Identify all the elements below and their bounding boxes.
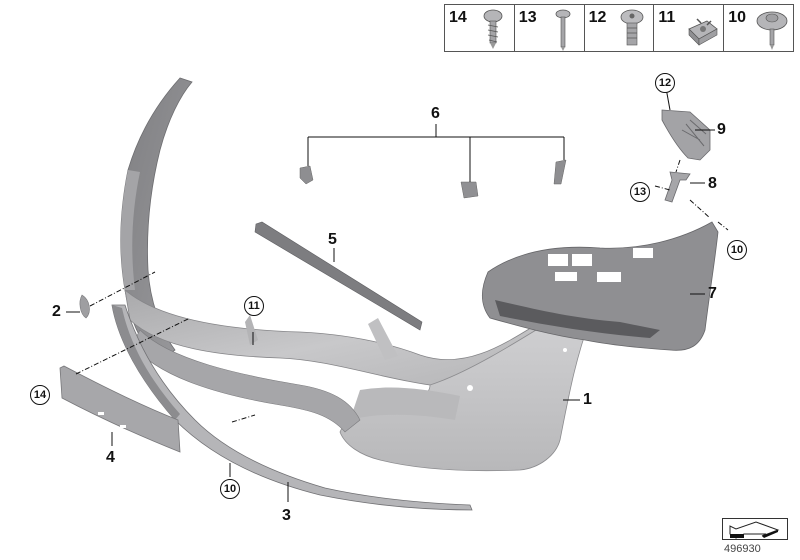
part-label-7: 7: [708, 285, 717, 302]
sensor-brackets: [299, 159, 567, 199]
fastener-number: 10: [728, 9, 746, 26]
callout-fastener-10-right: 10: [727, 240, 747, 260]
part-label-9: 9: [717, 121, 726, 138]
fastener-cell-10: 10: [724, 5, 793, 51]
callout-fastener-13: 13: [630, 182, 650, 202]
dashed-leader-lines: [75, 159, 729, 423]
orientation-arrow-icon: [722, 518, 788, 540]
callout-fastener-10-bottom: 10: [220, 479, 240, 499]
fastener-number: 11: [658, 9, 676, 26]
part-label-4: 4: [106, 449, 115, 466]
fastener-cell-13: 13: [515, 5, 585, 51]
fastener-cell-12: 12: [585, 5, 655, 51]
support-bracket: [664, 171, 691, 203]
fastener-cell-14: 14: [445, 5, 515, 51]
part-label-2: 2: [52, 303, 61, 320]
clip-nut-icon: [688, 18, 718, 46]
leader-lines: [66, 87, 715, 502]
part-label-8: 8: [708, 175, 717, 192]
callout-fastener-11: 11: [244, 296, 264, 316]
fastener-cell-11: 11: [654, 5, 725, 51]
mounting-bracket: [661, 109, 711, 161]
bumper-carrier: [481, 221, 719, 351]
part-label-6: 6: [431, 105, 440, 122]
fastener-number: 13: [518, 9, 537, 26]
license-plate-base: [59, 365, 181, 453]
fastener-number: 12: [588, 9, 607, 26]
bumper-trim-panel-lower-band: [131, 329, 361, 433]
trim-strip: [254, 221, 423, 331]
torx-bolt-icon: [620, 9, 644, 46]
callout-fastener-12: 12: [655, 73, 675, 93]
self-tapping-screw-icon: [483, 9, 503, 49]
long-screw-icon: [555, 9, 570, 51]
fastener-number: 14: [449, 9, 467, 26]
callout-fastener-14: 14: [30, 385, 50, 405]
part-label-5: 5: [328, 231, 337, 248]
bumper-trim-panel-corner: [339, 305, 591, 472]
part-label-1: 1: [583, 391, 592, 408]
fastener-legend: 14 13 12 11: [444, 4, 794, 52]
washer-screw-icon: [756, 11, 788, 50]
diagram-reference-number: 496930: [724, 543, 761, 555]
cover-cap: [79, 294, 90, 319]
part-label-3: 3: [282, 507, 291, 524]
